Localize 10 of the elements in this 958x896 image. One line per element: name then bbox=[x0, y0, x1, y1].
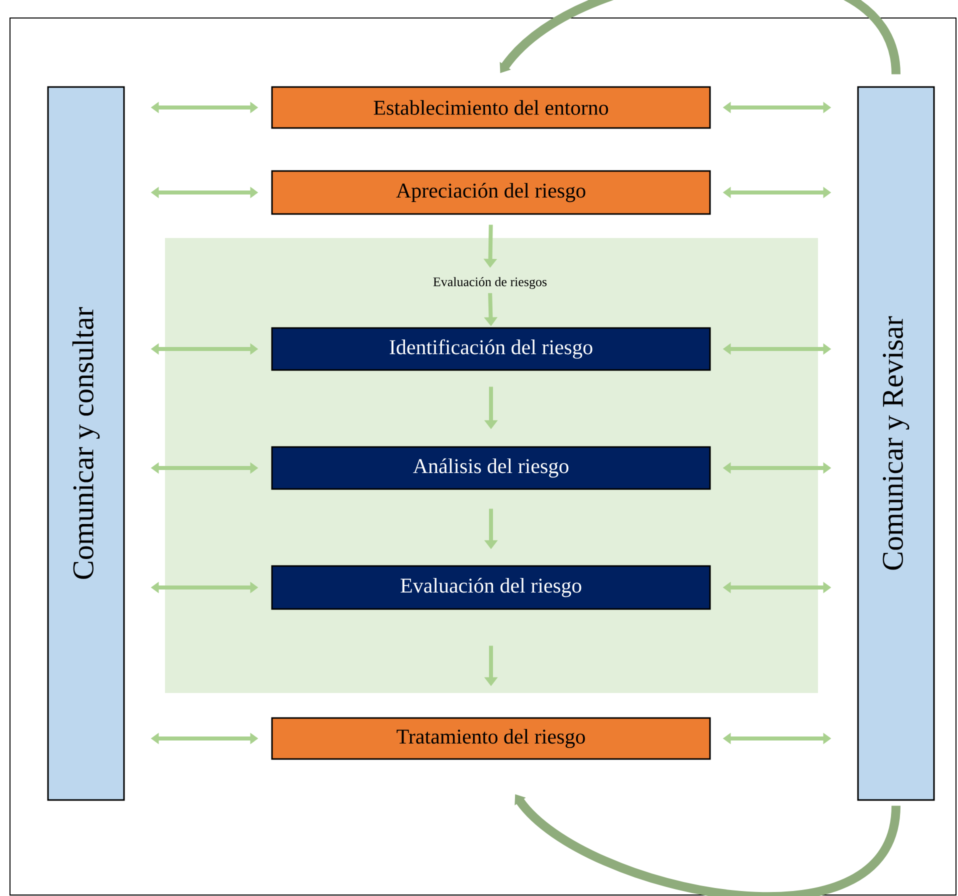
process-box: Apreciación del riesgo bbox=[271, 170, 711, 215]
process-box: Evaluación del riesgo bbox=[271, 565, 711, 610]
process-box: Establecimiento del entorno bbox=[271, 86, 711, 129]
process-box: Identificación del riesgo bbox=[271, 327, 711, 371]
curved-arrow bbox=[500, 0, 900, 76]
step-label: Evaluación de riesgos bbox=[433, 277, 547, 289]
side-bar: Comunicar y Revisar bbox=[857, 86, 935, 801]
process-box: Análisis del riesgo bbox=[271, 446, 711, 490]
process-box: Tratamiento del riesgo bbox=[271, 717, 711, 760]
side-bar: Comunicar y consultar bbox=[47, 86, 125, 801]
